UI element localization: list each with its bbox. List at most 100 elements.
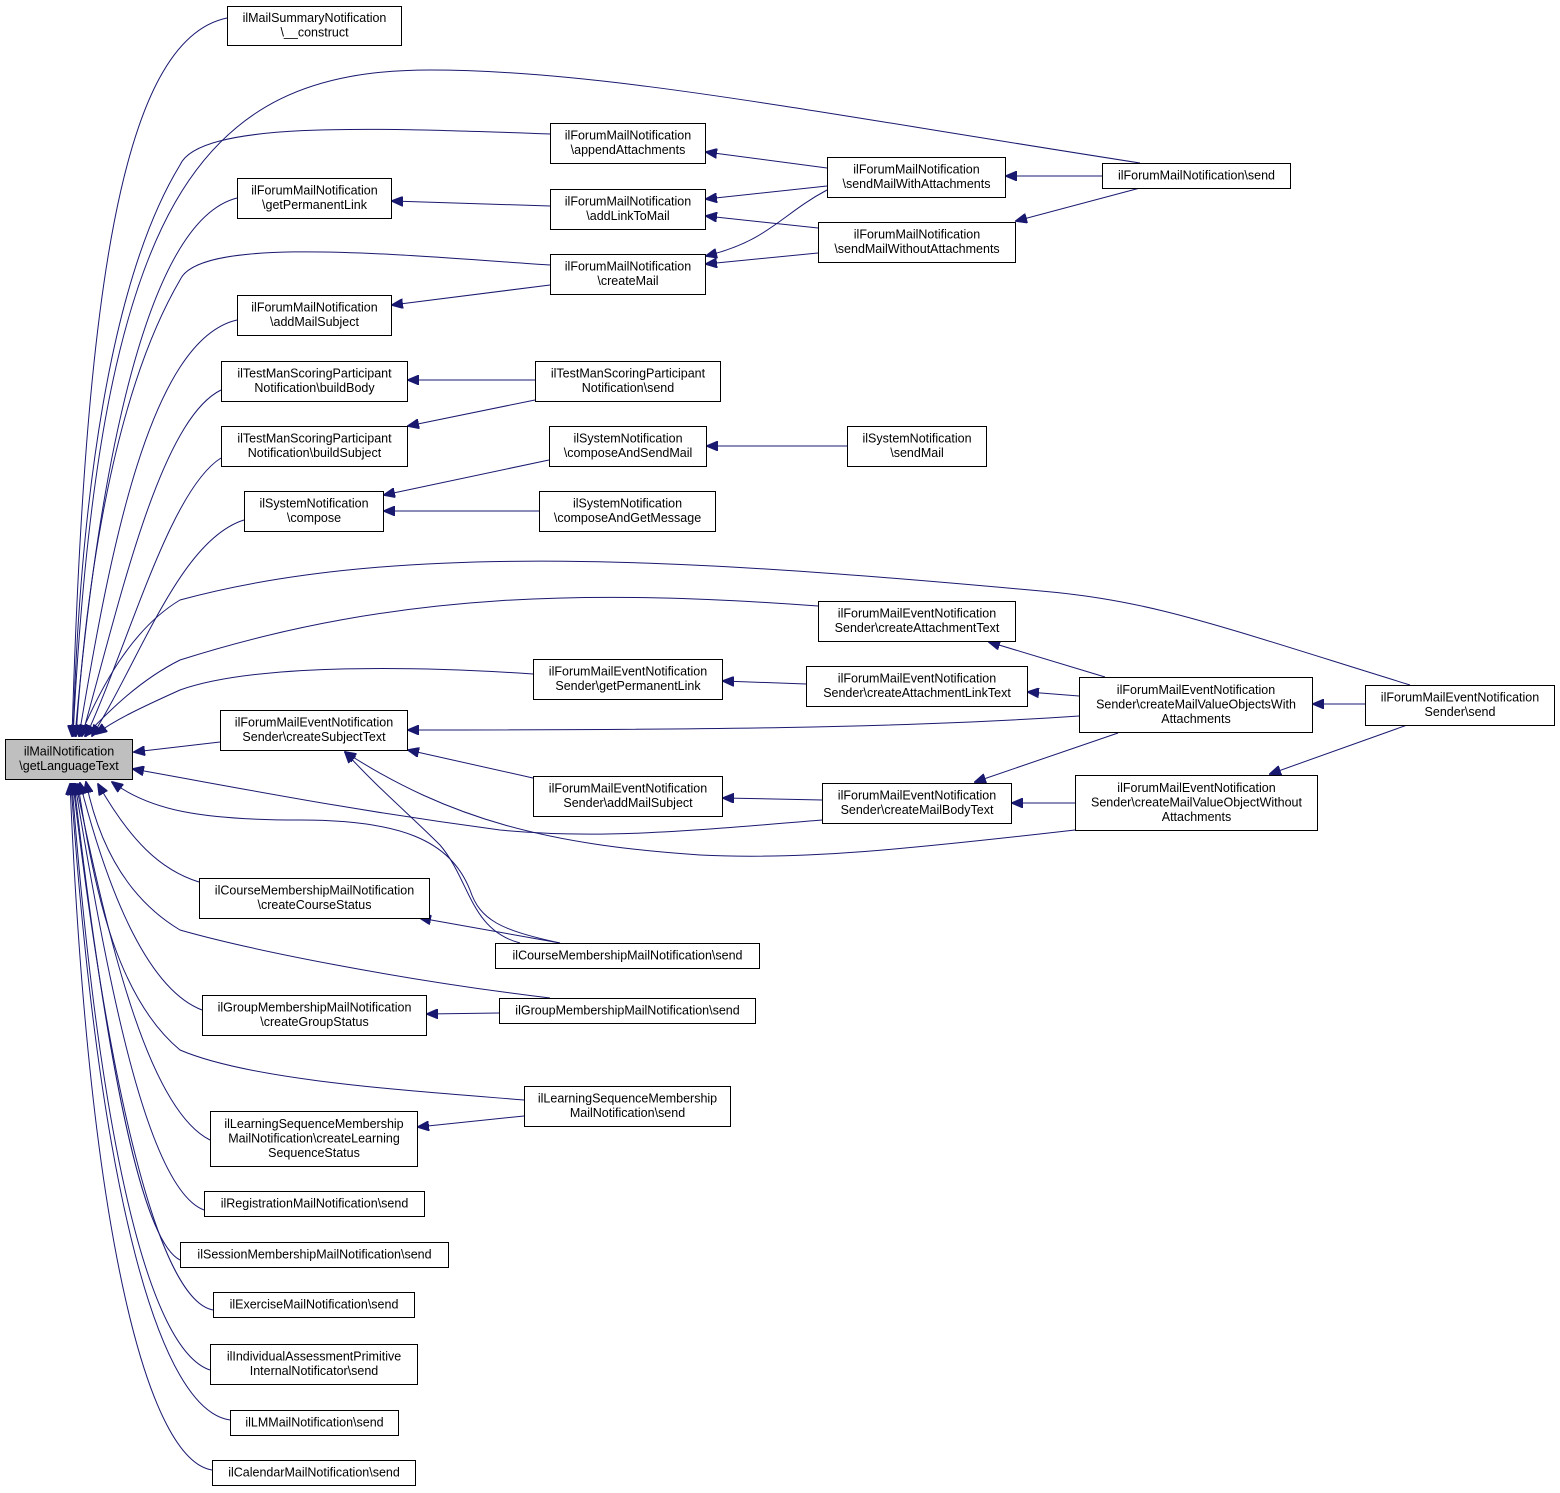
edge-iass_send-to-root: [72, 784, 211, 1371]
node-box: [221, 426, 408, 467]
node-box: [1075, 775, 1318, 831]
node-label-line: ilExerciseMailNotification\send: [230, 1297, 399, 1311]
node-label-line: \composeAndGetMessage: [554, 511, 701, 525]
edge-fm_createmail-to-root: [76, 251, 551, 736]
node-box: [524, 1086, 731, 1127]
edge-fm_sendwith-to-fm_addlink: [706, 185, 828, 199]
node-label-line: \sendMailWithAttachments: [843, 177, 991, 191]
node-box: [180, 1242, 449, 1268]
node-box: [847, 426, 987, 467]
node-grp_send[interactable]: ilGroupMembershipMailNotification\send: [499, 998, 756, 1024]
node-fe_vowithout[interactable]: ilForumMailEventNotificationSender\creat…: [1075, 775, 1318, 831]
node-label-line: MailNotification\createLearning: [228, 1131, 400, 1145]
node-root[interactable]: ilMailNotification\getLanguageText: [5, 739, 133, 780]
node-label-line: \compose: [287, 511, 341, 525]
node-fm_sendwithout[interactable]: ilForumMailNotification\sendMailWithoutA…: [818, 222, 1016, 263]
node-label-line: ilLMMailNotification\send: [245, 1415, 383, 1429]
node-iass_send[interactable]: ilIndividualAssessmentPrimitiveInternalN…: [210, 1344, 418, 1385]
node-fm_createmail[interactable]: ilForumMailNotification\createMail: [550, 254, 706, 295]
node-box: [818, 222, 1016, 263]
node-fe_vowith[interactable]: ilForumMailEventNotificationSender\creat…: [1079, 677, 1313, 733]
node-exc_send[interactable]: ilExerciseMailNotification\send: [213, 1292, 415, 1318]
node-label-line: ilForumMailEventNotification: [1117, 683, 1275, 697]
node-fe_subjecttext[interactable]: ilForumMailEventNotificationSender\creat…: [220, 710, 408, 751]
node-fm_send[interactable]: ilForumMailNotification\send: [1102, 163, 1291, 189]
node-label-line: Sender\createMailValueObjectWithout: [1091, 795, 1303, 809]
node-label-line: Notification\buildBody: [254, 381, 375, 395]
node-label-line: ilTestManScoringParticipant: [551, 367, 706, 381]
node-label-line: Sender\createAttachmentText: [835, 621, 1000, 635]
node-label-line: ilIndividualAssessmentPrimitive: [227, 1350, 401, 1364]
node-fm_permalink[interactable]: ilForumMailNotification\getPermanentLink: [237, 178, 392, 219]
node-fm_sendwith[interactable]: ilForumMailNotification\sendMailWithAtta…: [827, 157, 1006, 198]
node-fe_attachtext[interactable]: ilForumMailEventNotificationSender\creat…: [818, 601, 1016, 642]
node-box: [818, 601, 1016, 642]
node-tms_subject[interactable]: ilTestManScoringParticipantNotification\…: [221, 426, 408, 467]
edge-fe_bodytext-to-root: [133, 769, 823, 835]
node-fm_append[interactable]: ilForumMailNotification\appendAttachment…: [550, 123, 706, 164]
node-label-line: ilForumMailNotification: [565, 195, 691, 209]
node-crs_send[interactable]: ilCourseMembershipMailNotification\send: [495, 943, 760, 969]
node-label-line: ilMailSummaryNotification: [243, 11, 387, 25]
node-label-line: \appendAttachments: [571, 143, 686, 157]
node-box: [1365, 685, 1555, 726]
edge-sess_send-to-root: [74, 784, 181, 1261]
node-box: [550, 123, 706, 164]
node-box: [227, 6, 402, 46]
node-fm_addlink[interactable]: ilForumMailNotification\addLinkToMail: [550, 189, 706, 230]
edge-fm_send-to-root: [73, 69, 1141, 736]
node-label-line: ilGroupMembershipMailNotification: [218, 1001, 412, 1015]
node-tms_send[interactable]: ilTestManScoringParticipantNotification\…: [535, 361, 721, 402]
node-sys_composeget[interactable]: ilSystemNotification\composeAndGetMessag…: [539, 491, 716, 532]
edge-fe_vowithout-to-fe_subjecttext: [345, 752, 1076, 857]
node-box: [202, 995, 427, 1036]
node-fe_bodytext[interactable]: ilForumMailEventNotificationSender\creat…: [822, 783, 1012, 824]
node-tms_body[interactable]: ilTestManScoringParticipantNotification\…: [221, 361, 408, 402]
node-fe_addsubject[interactable]: ilForumMailEventNotificationSender\addMa…: [533, 776, 723, 817]
edge-fm_addlink-to-fm_permalink: [392, 201, 551, 207]
node-box: [533, 659, 723, 700]
node-box: [210, 1111, 418, 1167]
node-sys_compose[interactable]: ilSystemNotification\compose: [244, 491, 384, 532]
edge-crs_send-to-fe_subjecttext: [345, 752, 521, 944]
node-box: [827, 157, 1006, 198]
node-crs_status[interactable]: ilCourseMembershipMailNotification\creat…: [199, 878, 430, 919]
node-label-line: ilForumMailNotification: [565, 129, 691, 143]
node-box: [237, 178, 392, 219]
node-box: [1079, 677, 1313, 733]
edge-fm_addsubject-to-root: [79, 319, 238, 736]
node-label-line: ilRegistrationMailNotification\send: [221, 1196, 409, 1210]
node-sys_sendmail[interactable]: ilSystemNotification\sendMail: [847, 426, 987, 467]
edge-fe_permalink-to-root: [96, 668, 534, 734]
node-lso_send[interactable]: ilLearningSequenceMembershipMailNotifica…: [524, 1086, 731, 1127]
node-label-line: Notification\buildSubject: [248, 446, 382, 460]
edge-fe_subjecttext-to-root: [134, 741, 221, 752]
node-grp_status[interactable]: ilGroupMembershipMailNotification\create…: [202, 995, 427, 1036]
node-reg_send[interactable]: ilRegistrationMailNotification\send: [204, 1191, 425, 1217]
edge-fe_send-to-fe_vowithout: [1270, 723, 1411, 774]
node-fe_permalink[interactable]: ilForumMailEventNotificationSender\getPe…: [533, 659, 723, 700]
node-sess_send[interactable]: ilSessionMembershipMailNotification\send: [180, 1242, 449, 1268]
edge-fm_send-to-fm_sendwithout: [1016, 187, 1141, 221]
node-box: [5, 739, 133, 780]
node-lso_status[interactable]: ilLearningSequenceMembershipMailNotifica…: [210, 1111, 418, 1167]
node-box: [822, 783, 1012, 824]
node-label-line: SequenceStatus: [268, 1146, 360, 1160]
node-mailsum_construct[interactable]: ilMailSummaryNotification\__construct: [227, 6, 402, 46]
node-label-line: \addMailSubject: [270, 315, 359, 329]
node-fm_addsubject[interactable]: ilForumMailNotification\addMailSubject: [237, 295, 392, 336]
node-label-line: Sender\createMailValueObjectsWith: [1096, 697, 1296, 711]
node-label-line: \createMail: [597, 274, 658, 288]
edge-crs_send-to-crs_status: [420, 918, 561, 944]
node-fe_attachlink[interactable]: ilForumMailEventNotificationSender\creat…: [806, 666, 1028, 707]
node-label-line: Notification\send: [582, 381, 674, 395]
edge-tms_send-to-tms_subject: [408, 399, 536, 426]
edge-grp_status-to-root: [80, 783, 203, 1011]
edge-fe_vowith-to-fe_subjecttext: [408, 715, 1080, 730]
node-lm_send[interactable]: ilLMMailNotification\send: [230, 1410, 399, 1436]
node-sys_composesend[interactable]: ilSystemNotification\composeAndSendMail: [549, 426, 707, 467]
node-cal_send[interactable]: ilCalendarMailNotification\send: [212, 1460, 416, 1486]
edge-tms_subject-to-root: [86, 457, 222, 736]
edge-fe_vowith-to-fe_attachlink: [1028, 692, 1080, 696]
